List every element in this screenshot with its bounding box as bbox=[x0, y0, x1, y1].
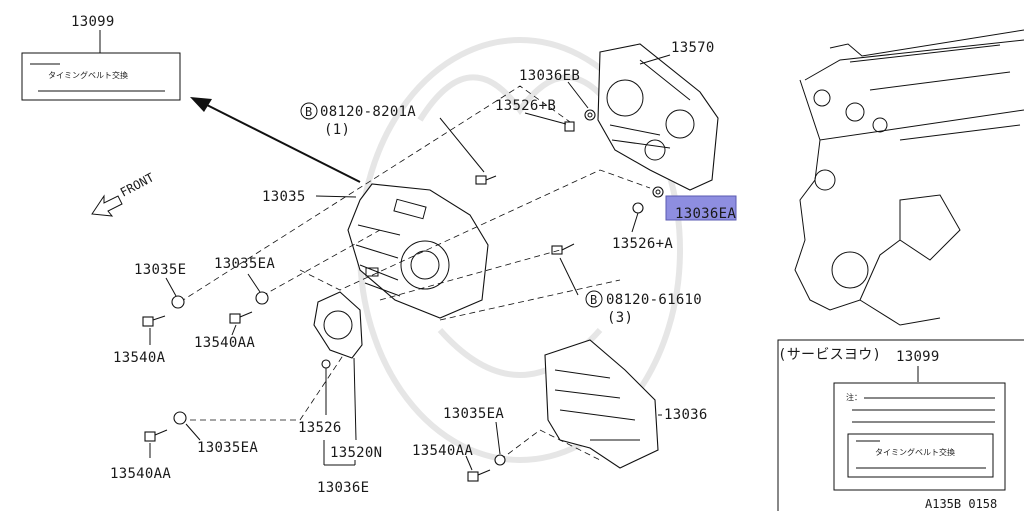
group-bracket-13036E bbox=[323, 440, 356, 466]
part-number-13540AA-upper[interactable]: 13540AA bbox=[194, 335, 255, 351]
part-number-13035E[interactable]: 13035E bbox=[134, 262, 186, 278]
part-number-13099[interactable]: 13099 bbox=[71, 14, 115, 30]
assembly-lines bbox=[179, 85, 651, 461]
part-number-13036E[interactable]: 13036E bbox=[317, 480, 369, 496]
service-label-card[interactable]: 注： タイミングベルト交換 bbox=[833, 382, 1006, 491]
part-number-13526B[interactable]: 13526+B bbox=[495, 98, 556, 114]
bolt-symbol-a: B bbox=[305, 105, 312, 119]
bolt-08120-8201A[interactable] bbox=[475, 175, 497, 185]
seal-13526[interactable] bbox=[321, 359, 331, 369]
service-label-panel bbox=[777, 339, 1024, 511]
part-number-13570[interactable]: 13570 bbox=[671, 40, 715, 56]
bolt-13540AA-upper[interactable] bbox=[229, 311, 253, 324]
quantity-08120-61610: (3) bbox=[607, 310, 633, 326]
part-number-13540AA-lower[interactable]: 13540AA bbox=[110, 466, 171, 482]
reference-code: A135B 0158 bbox=[925, 497, 997, 511]
part-number-13540A[interactable]: 13540A bbox=[113, 350, 166, 366]
service-part-number-13099[interactable]: 13099 bbox=[896, 349, 940, 365]
part-number-13526[interactable]: 13526 bbox=[298, 420, 342, 436]
collar-13526A[interactable] bbox=[632, 202, 644, 214]
grommet-13036EB[interactable] bbox=[584, 109, 596, 121]
bolt-13540AA-bottom[interactable] bbox=[467, 469, 491, 482]
quantity-08120-8201A: (1) bbox=[324, 122, 350, 138]
rear-cover-13570[interactable] bbox=[597, 43, 719, 191]
bolt-13540A[interactable] bbox=[142, 315, 166, 327]
part-number-13540AA-bottom[interactable]: 13540AA bbox=[412, 443, 473, 459]
gasket-13520N[interactable] bbox=[313, 291, 363, 359]
grommet-13036EA-right[interactable] bbox=[652, 186, 664, 198]
note-mark: 注： bbox=[846, 392, 862, 402]
lower-cover-13036[interactable] bbox=[544, 339, 659, 469]
part-number-08120-8201A[interactable]: 08120-8201A bbox=[320, 104, 416, 120]
service-label-jp-text: タイミングベルト交換 bbox=[875, 447, 955, 457]
collar-13526B[interactable] bbox=[564, 121, 575, 132]
grommet-13035E[interactable] bbox=[171, 295, 185, 309]
part-number-13035EA-bottom[interactable]: 13035EA bbox=[443, 406, 504, 422]
bolt-08120-61610[interactable] bbox=[551, 243, 575, 255]
grommet-13035EA-upper[interactable] bbox=[255, 291, 269, 305]
grommet-13035EA-bottom[interactable] bbox=[494, 454, 506, 466]
front-arrow-icon bbox=[91, 194, 123, 217]
grommet-13035EA-lower[interactable] bbox=[173, 411, 187, 425]
part-number-08120-61610[interactable]: 08120-61610 bbox=[606, 292, 702, 308]
part-number-13035EA-lower[interactable]: 13035EA bbox=[197, 440, 258, 456]
bolt-symbol-b: B bbox=[590, 293, 597, 307]
part-number-13036EB[interactable]: 13036EB bbox=[519, 68, 580, 84]
upper-cover-13035[interactable] bbox=[347, 183, 489, 319]
part-number-13526A[interactable]: 13526+A bbox=[612, 236, 673, 252]
label-jp-text: タイミングベルト交換 bbox=[48, 70, 128, 80]
highlight-box bbox=[665, 195, 737, 221]
label-13099-callout[interactable]: タイミングベルト交換 bbox=[21, 30, 181, 101]
label-location-arrow bbox=[190, 97, 361, 183]
part-number-13036[interactable]: 13036 bbox=[664, 407, 708, 423]
engine-block-illustration bbox=[794, 29, 1024, 326]
bolt-13540AA-lower[interactable] bbox=[144, 429, 168, 442]
front-label: FRONT bbox=[118, 170, 156, 199]
part-number-13036EA-highlighted[interactable]: 13036EA bbox=[675, 206, 736, 222]
service-title: (サービスヨウ) bbox=[778, 347, 881, 363]
part-number-13520N[interactable]: 13520N bbox=[330, 445, 382, 461]
part-number-13035[interactable]: 13035 bbox=[262, 189, 306, 205]
part-number-13035EA-upper[interactable]: 13035EA bbox=[214, 256, 275, 272]
